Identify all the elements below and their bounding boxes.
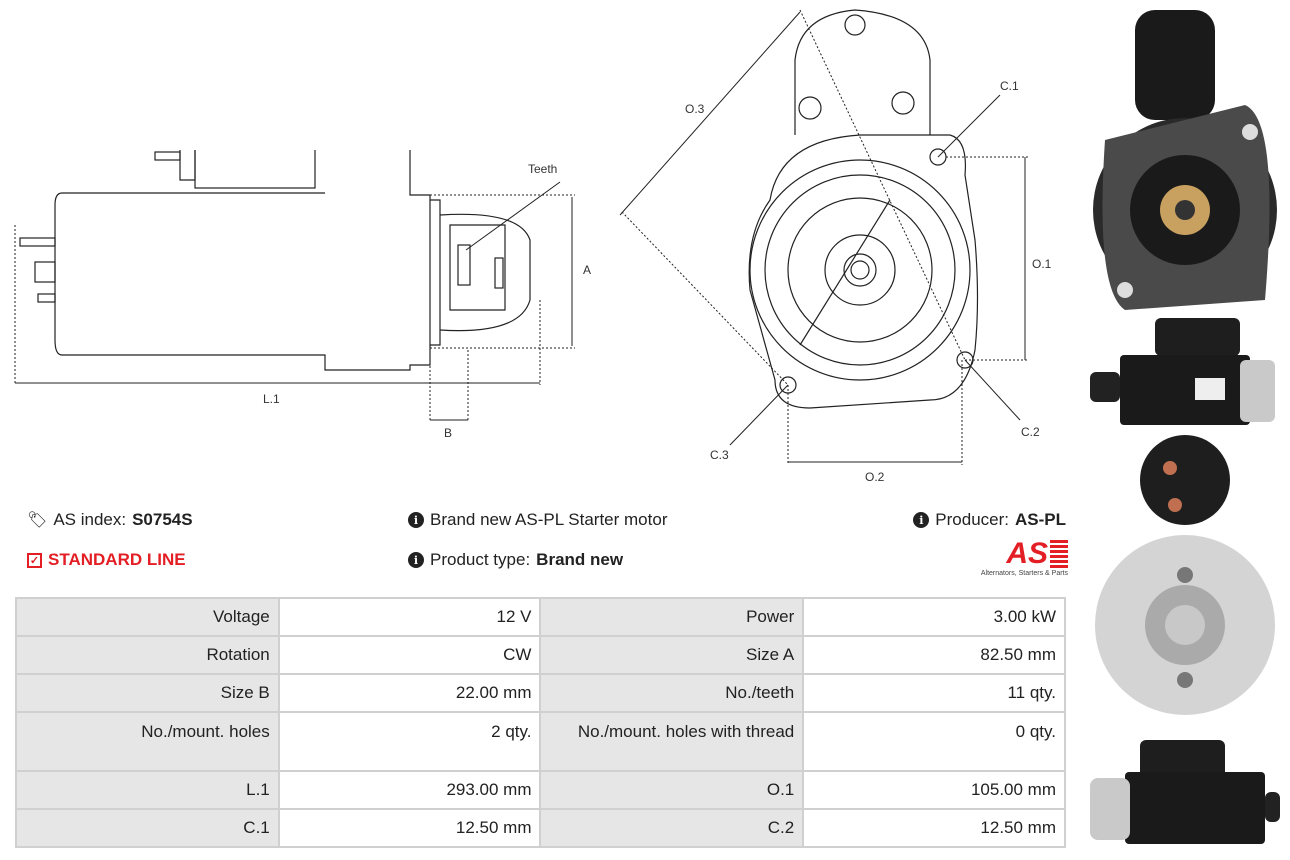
spec-label: C.1 xyxy=(15,808,280,848)
info-icon: i xyxy=(408,552,424,568)
spec-label: L.1 xyxy=(15,770,280,810)
side-view-drawing: Teeth A B L.1 xyxy=(14,150,591,440)
spec-label: Voltage xyxy=(15,597,280,637)
spec-label: Size A xyxy=(539,635,805,675)
producer: i Producer: AS-PL xyxy=(913,510,1066,530)
description-text: Brand new AS-PL Starter motor xyxy=(430,510,668,529)
label-o3: O.3 xyxy=(685,102,705,116)
label-teeth: Teeth xyxy=(528,162,557,176)
producer-label: Producer: xyxy=(935,510,1009,529)
as-index-value: S0754S xyxy=(132,510,193,529)
spec-label: No./teeth xyxy=(539,673,805,713)
spec-value: 22.00 mm xyxy=(277,673,542,713)
spec-label: Rotation xyxy=(15,635,280,675)
spec-value: 12.50 mm xyxy=(277,808,542,848)
product-photos xyxy=(1090,10,1280,844)
spec-value: 12 V xyxy=(277,597,542,637)
check-square-icon: ✓ xyxy=(27,552,42,568)
label-b: B xyxy=(444,426,452,440)
label-c1: C.1 xyxy=(1000,79,1019,93)
label-l1: L.1 xyxy=(263,392,280,406)
spec-value: 0 qty. xyxy=(802,711,1066,772)
logo-tagline: Alternators, Starters & Parts xyxy=(980,570,1068,577)
as-index-label: AS index: xyxy=(53,510,127,529)
spec-value: 105.00 mm xyxy=(802,770,1066,810)
spec-value: 82.50 mm xyxy=(802,635,1066,675)
info-icon: i xyxy=(913,512,930,528)
spec-value: 2 qty. xyxy=(277,711,542,772)
front-view-drawing: O.3 C.1 O.1 C.2 O.2 C.3 xyxy=(619,9,1052,484)
spec-label: No./mount. holes xyxy=(15,711,280,772)
spec-label: No./mount. holes with thread xyxy=(539,711,805,772)
standard-line-badge: ✓ STANDARD LINE xyxy=(27,550,186,570)
photo-side-2 xyxy=(1090,740,1280,844)
producer-value: AS-PL xyxy=(1015,510,1066,529)
logo-text: AS xyxy=(1006,537,1048,570)
as-pl-logo: AS Alternators, Starters & Parts xyxy=(966,538,1068,577)
spec-label: Power xyxy=(539,597,805,637)
photo-side-1 xyxy=(1090,318,1275,425)
product-type-label: Product type: xyxy=(430,550,531,569)
label-o1: O.1 xyxy=(1032,257,1052,271)
info-icon: i xyxy=(408,512,424,528)
line-label: STANDARD LINE xyxy=(48,550,186,569)
product-type: i Product type: Brand new xyxy=(408,550,623,570)
spec-value: 3.00 kW xyxy=(802,597,1066,637)
label-c3: C.3 xyxy=(710,448,729,462)
spec-value: CW xyxy=(277,635,542,675)
label-c2: C.2 xyxy=(1021,425,1040,439)
photo-front xyxy=(1093,10,1277,310)
tags-icon: 🏷 xyxy=(27,512,48,529)
spec-label: O.1 xyxy=(539,770,805,810)
as-index: 🏷 AS index: S0754S xyxy=(27,510,193,530)
label-o2: O.2 xyxy=(865,470,885,484)
spec-value: 11 qty. xyxy=(802,673,1066,713)
photo-rear xyxy=(1095,435,1275,715)
description: i Brand new AS-PL Starter motor xyxy=(408,510,667,530)
spec-value: 12.50 mm xyxy=(802,808,1066,848)
spec-label: C.2 xyxy=(539,808,805,848)
label-a: A xyxy=(583,263,591,277)
product-type-value: Brand new xyxy=(536,550,624,569)
spec-value: 293.00 mm xyxy=(277,770,542,810)
spec-label: Size B xyxy=(15,673,280,713)
